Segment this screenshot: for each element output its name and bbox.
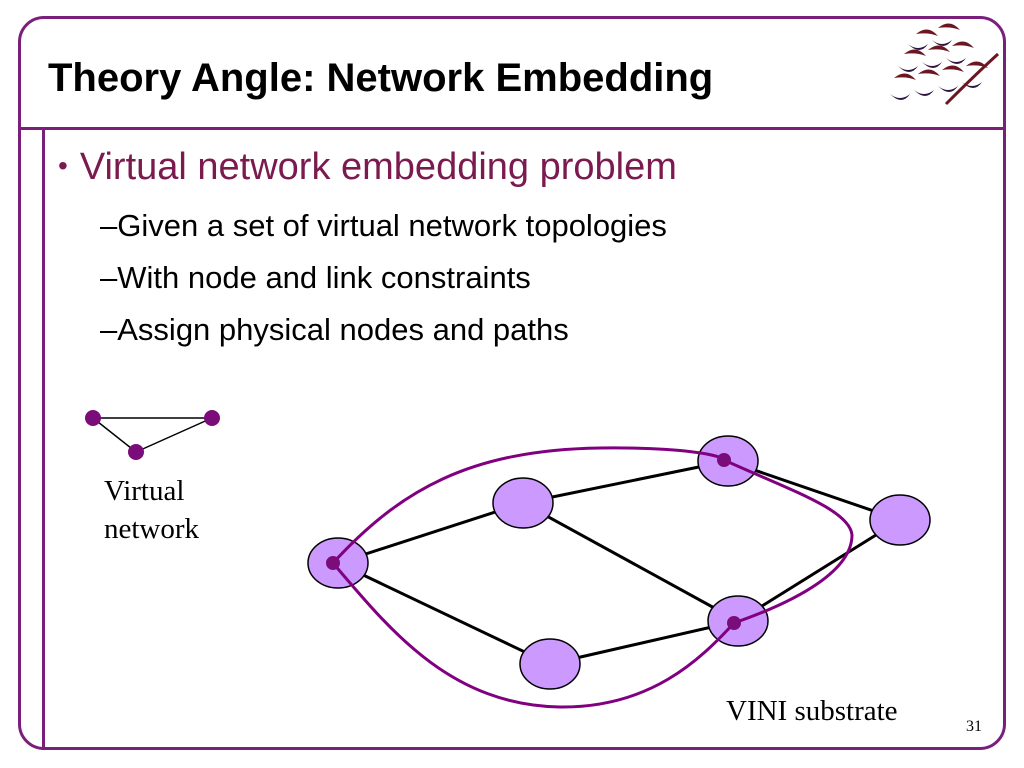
- sub-bullet: –Assign physical nodes and paths: [100, 312, 569, 348]
- substrate-link: [737, 518, 901, 623]
- virtual-node: [85, 410, 101, 426]
- bullet-dot: •: [58, 150, 68, 181]
- substrate-label: VINI substrate: [726, 695, 898, 727]
- substrate-link: [522, 459, 729, 505]
- embedded-node: [717, 453, 731, 467]
- slide-frame: [18, 16, 1006, 750]
- sub-bullet-text: Given a set of virtual network topologie…: [117, 208, 667, 243]
- embedding-paths: [331, 446, 854, 709]
- embedded-node: [727, 616, 741, 630]
- embedding-path: [331, 562, 736, 709]
- embedded-virtual-nodes: [326, 453, 741, 630]
- main-bullet-text: Virtual network embedding problem: [79, 146, 677, 188]
- main-bullet: • Virtual network embedding problem: [58, 146, 677, 189]
- substrate-link: [549, 619, 739, 666]
- slide-title: Theory Angle: Network Embedding: [48, 56, 714, 100]
- virtual-label-line: network: [104, 513, 200, 545]
- substrate-link: [522, 501, 739, 623]
- virtual-node: [204, 410, 220, 426]
- left-margin-rule: [42, 127, 45, 750]
- sub-bullet-text: With node and link constraints: [117, 260, 531, 295]
- substrate-nodes: [307, 435, 931, 690]
- embedded-node: [326, 556, 340, 570]
- substrate-node: [519, 638, 581, 690]
- virtual-link: [92, 417, 137, 453]
- virtual-node: [128, 444, 144, 460]
- virtual-network: [85, 410, 220, 460]
- sub-bullet-dash: –: [100, 260, 118, 295]
- sub-bullet-dash: –: [100, 208, 118, 243]
- virtual-link: [135, 417, 213, 453]
- substrate-links: [337, 459, 901, 666]
- substrate-node: [869, 494, 931, 546]
- sub-bullet-dash: –: [100, 312, 118, 347]
- embedding-path: [331, 446, 726, 565]
- page-number: 31: [966, 718, 982, 735]
- sub-bullet: –With node and link constraints: [100, 260, 531, 296]
- substrate-link: [727, 459, 901, 522]
- substrate-link: [337, 501, 524, 565]
- princeton-logo-icon: [890, 23, 1000, 106]
- sub-bullet-text: Assign physical nodes and paths: [117, 312, 569, 347]
- virtual-label-line: Virtual: [104, 475, 185, 507]
- sub-bullet: –Given a set of virtual network topologi…: [100, 208, 667, 244]
- substrate-node: [492, 477, 554, 529]
- embedding-path: [723, 458, 854, 625]
- virtual-network-label: Virtual network: [104, 472, 199, 548]
- substrate-link: [337, 561, 551, 666]
- title-divider: [18, 127, 1006, 130]
